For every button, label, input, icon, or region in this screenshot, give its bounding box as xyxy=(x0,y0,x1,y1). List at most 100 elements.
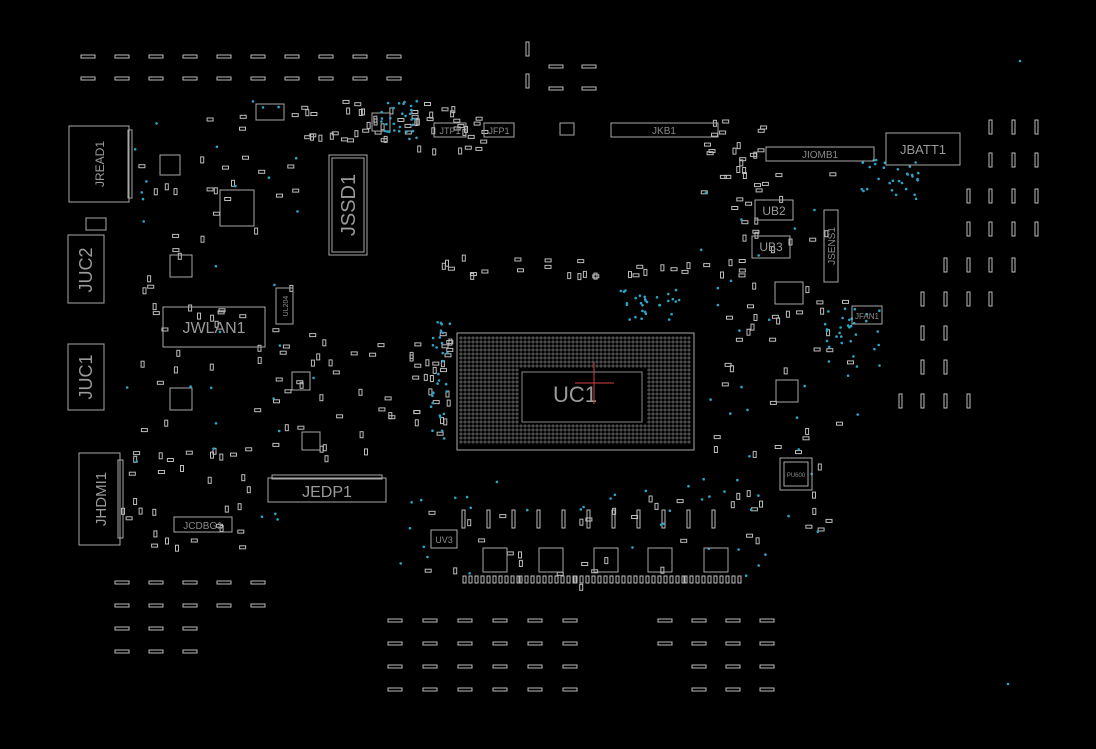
bga-ball xyxy=(495,380,499,384)
via xyxy=(873,162,877,166)
bga-ball xyxy=(627,432,631,436)
bga-ball xyxy=(687,384,691,388)
bga-ball xyxy=(607,340,611,344)
jfan1-connector: JFAN1 xyxy=(851,305,883,325)
bga-ball xyxy=(571,440,575,444)
passive-component xyxy=(310,359,315,367)
passive-component xyxy=(591,569,599,574)
bga-ball xyxy=(511,388,515,392)
passive-component xyxy=(388,415,396,420)
bga-ball xyxy=(559,440,563,444)
bga-ball xyxy=(531,424,535,428)
bga-ball xyxy=(687,396,691,400)
bga-ball xyxy=(679,368,683,372)
bga-ball xyxy=(487,368,491,372)
bga-ball xyxy=(579,364,583,368)
bga-ball xyxy=(587,360,591,364)
bga-ball xyxy=(627,428,631,432)
bga-ball xyxy=(679,344,683,348)
bga-ball xyxy=(551,340,555,344)
bga-ball xyxy=(599,348,603,352)
bga-ball xyxy=(507,400,511,404)
bga-ball xyxy=(467,348,471,352)
bga-ball xyxy=(551,344,555,348)
bga-ball xyxy=(687,356,691,360)
bga-ball xyxy=(507,356,511,360)
bga-ball xyxy=(619,424,623,428)
bga-ball xyxy=(591,352,595,356)
bga-ball xyxy=(667,336,671,340)
bga-ball xyxy=(567,340,571,344)
bga-ball xyxy=(687,400,691,404)
smd-pad xyxy=(387,641,403,646)
bga-ball xyxy=(647,392,651,396)
bga-ball xyxy=(647,432,651,436)
bga-ball xyxy=(487,352,491,356)
bga-ball xyxy=(647,440,651,444)
bga-ball xyxy=(603,352,607,356)
via xyxy=(840,341,844,345)
bga-ball xyxy=(579,428,583,432)
bga-ball xyxy=(507,348,511,352)
bga-ball xyxy=(647,436,651,440)
bga-ball xyxy=(475,392,479,396)
passive-component xyxy=(354,130,359,138)
bga-ball xyxy=(659,364,663,368)
bga-ball xyxy=(459,420,463,424)
bga-ball xyxy=(627,336,631,340)
bga-ball xyxy=(643,424,647,428)
bga-ball xyxy=(475,412,479,416)
via xyxy=(405,130,408,133)
bga-ball xyxy=(623,348,627,352)
bga-ball xyxy=(467,356,471,360)
bga-ball xyxy=(651,348,655,352)
bga-ball xyxy=(523,364,527,368)
pad xyxy=(597,575,602,584)
bga-ball xyxy=(663,428,667,432)
bga-ball xyxy=(659,400,663,404)
passive-component xyxy=(424,568,432,573)
bga-ball xyxy=(643,336,647,340)
bga-ball xyxy=(619,428,623,432)
jwlan1-connector: JWLAN1 xyxy=(162,306,266,348)
bga-ball xyxy=(459,436,463,440)
via xyxy=(273,283,276,287)
passive-component xyxy=(197,312,201,320)
bga-ball xyxy=(543,356,547,360)
passive-component xyxy=(140,360,145,368)
passive-component xyxy=(138,164,146,169)
uv3-component: UV3 xyxy=(430,529,458,549)
bga-ball xyxy=(563,432,567,436)
bga-ball xyxy=(519,360,523,364)
bga-ball xyxy=(675,348,679,352)
inductor-pad xyxy=(611,509,616,529)
passive-component xyxy=(824,230,829,238)
bga-ball xyxy=(539,428,543,432)
via xyxy=(440,429,444,433)
via xyxy=(890,189,894,192)
bga-ball xyxy=(547,364,551,368)
via xyxy=(677,298,681,302)
passive-component xyxy=(332,370,340,375)
passive-component xyxy=(210,314,215,322)
bga-ball xyxy=(499,424,503,428)
via xyxy=(426,555,429,559)
bga-ball xyxy=(503,340,507,344)
bga-ball xyxy=(555,440,559,444)
passive-component xyxy=(499,514,507,519)
bga-ball xyxy=(663,408,667,412)
passive-component xyxy=(719,130,727,135)
bga-ball xyxy=(515,388,519,392)
bga-ball xyxy=(491,424,495,428)
bga-ball xyxy=(595,364,599,368)
bga-ball xyxy=(679,428,683,432)
bga-ball xyxy=(475,436,479,440)
bga-ball xyxy=(463,384,467,388)
bga-ball xyxy=(631,356,635,360)
bga-ball xyxy=(463,416,467,420)
inductor-pad xyxy=(711,509,716,529)
via xyxy=(913,193,916,197)
passive-component xyxy=(347,138,354,143)
smd-pad xyxy=(182,649,198,654)
bga-ball xyxy=(599,336,603,340)
